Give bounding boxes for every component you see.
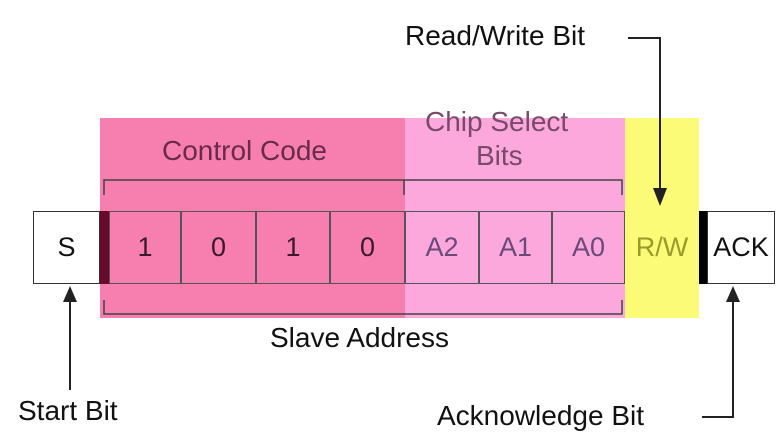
acknowledge-arrowhead <box>726 286 740 302</box>
acknowledge-arrow-line <box>702 296 734 418</box>
control-bit-cell: 0 <box>181 211 256 284</box>
chip-select-zone <box>405 118 625 318</box>
slave-address-bracket <box>103 300 623 315</box>
chip-select-bit-cell: A1 <box>479 211 552 284</box>
start-marker <box>100 211 109 284</box>
acknowledge-bit-label: Acknowledge Bit <box>437 400 645 431</box>
control-bit-cell: 1 <box>109 211 181 284</box>
chip-select-bit-cell: A2 <box>405 211 479 284</box>
chip-select-bit-cell: A0 <box>552 211 625 284</box>
start-bit-cell: S <box>33 211 100 284</box>
chip-select-label-line2: Bits <box>476 140 523 171</box>
start-bit-arrowhead <box>63 286 77 302</box>
ack-bit-cell: ACK <box>707 211 775 284</box>
control-code-bracket <box>103 179 405 195</box>
read-write-bit-label: Read/Write Bit <box>405 20 585 51</box>
ack-marker <box>699 211 707 284</box>
control-code-label: Control Code <box>162 135 327 166</box>
read-write-arrow-line <box>628 37 661 198</box>
control-bit-cell: 1 <box>256 211 330 284</box>
chip-select-bracket <box>404 179 623 195</box>
control-code-zone <box>100 118 405 318</box>
read-write-bit-cell: R/W <box>635 232 689 262</box>
read-write-arrowhead <box>653 188 667 206</box>
start-bit-label: Start Bit <box>18 395 118 426</box>
chip-select-label-line1: Chip Select <box>425 106 569 137</box>
read-write-zone <box>625 118 699 318</box>
slave-address-label: Slave Address <box>270 322 449 353</box>
control-bit-cell: 0 <box>330 211 405 284</box>
